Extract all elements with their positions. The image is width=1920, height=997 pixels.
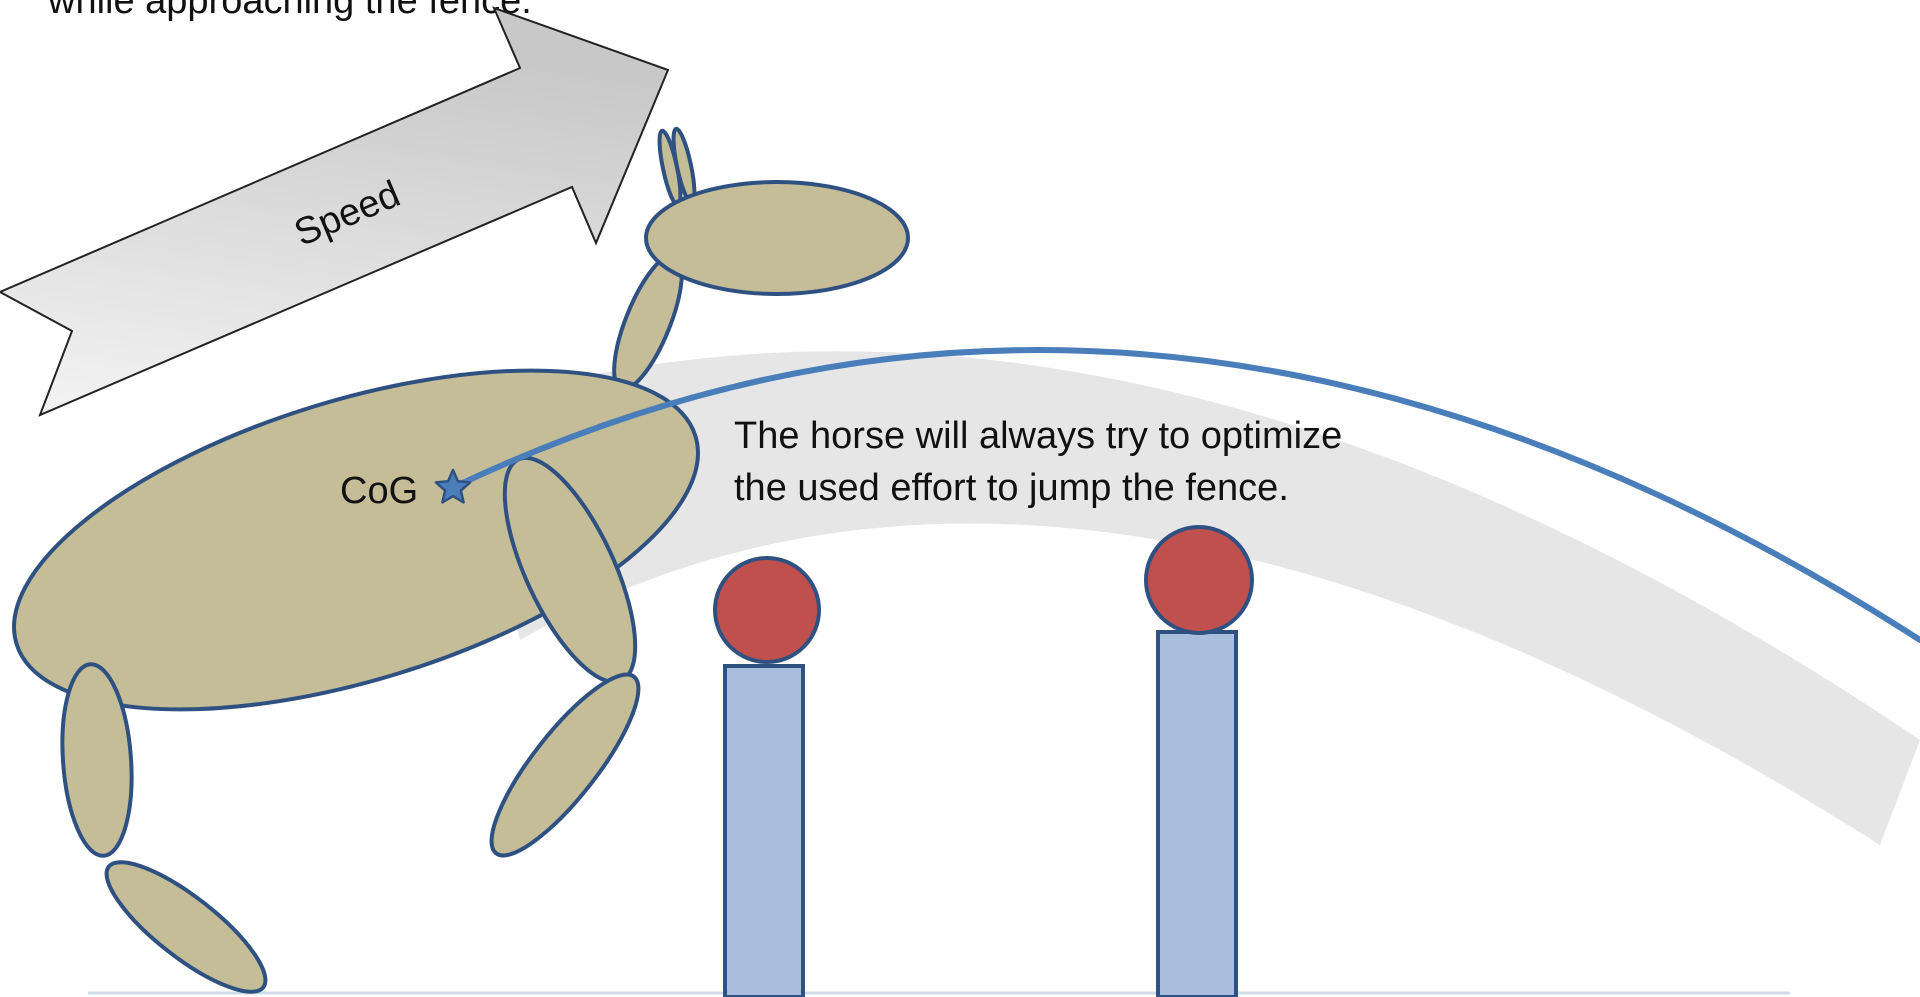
fence-pole-left	[723, 664, 805, 997]
top-caption: while approaching the fence.	[47, 0, 532, 22]
effort-text-line-2: the used effort to jump the fence.	[734, 467, 1289, 509]
fence-ball-left	[713, 556, 821, 664]
fence-ball-right	[1144, 525, 1254, 635]
effort-text-line-1: The horse will always try to optimize	[734, 415, 1342, 457]
fence-post-left	[713, 556, 821, 997]
speed-arrow-shape	[0, 6, 670, 417]
horse-hind-leg-upper	[60, 662, 134, 858]
fence-post-right	[1144, 525, 1254, 997]
horse-head	[644, 180, 910, 296]
fence-pole-right	[1156, 630, 1238, 997]
horse-front-leg-lower	[489, 672, 641, 858]
trajectory-band	[455, 351, 1920, 845]
cog-label: CoG	[340, 470, 418, 512]
horse-hind-leg-lower	[104, 860, 268, 994]
star-icon	[434, 468, 472, 504]
speed-arrow: Speed	[0, 6, 670, 417]
trajectory-line	[449, 347, 1920, 643]
